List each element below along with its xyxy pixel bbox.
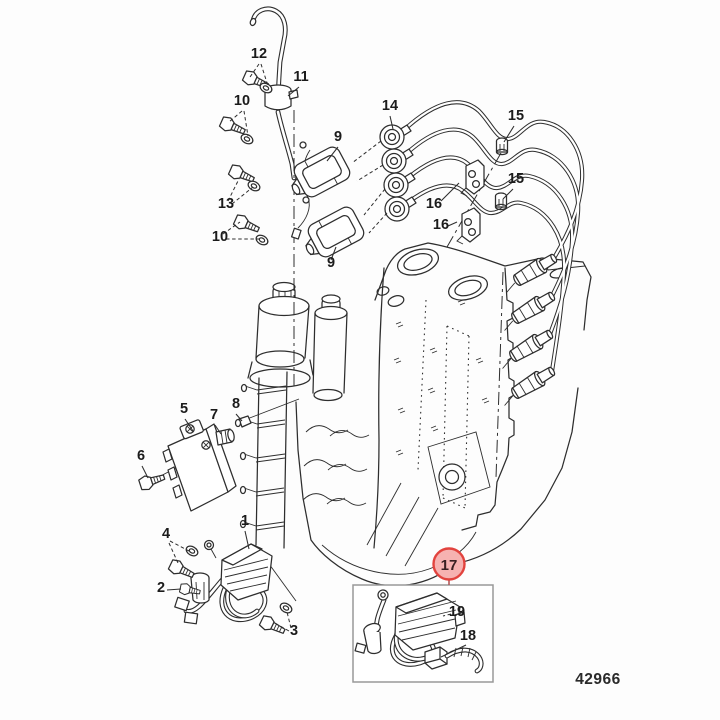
callout-16a: 16 [426,196,442,212]
callout-labels: 12 11 10 9 14 15 13 15 16 16 10 9 5 7 8 … [137,46,524,644]
inset-regulator [354,589,466,667]
callout-4: 4 [162,526,170,542]
stud-rail [239,371,288,549]
inset-kit-box [352,584,494,683]
callout-16b: 16 [433,217,449,233]
callout-6: 6 [137,448,145,464]
callout-8: 8 [232,396,240,412]
callout-1: 1 [241,513,249,529]
callout-2: 2 [157,580,165,596]
callout-9a: 9 [334,129,342,145]
callout-9b: 9 [327,255,335,271]
drawing-number: 42966 [575,671,621,688]
cdi-unit [137,398,300,512]
cylinder-towers [247,281,348,402]
callout-7: 7 [210,407,218,423]
callout-18: 18 [460,628,476,644]
spark-plug-wires [402,100,585,374]
callout-15b: 15 [508,171,524,187]
harness-clamp [264,84,299,111]
callout-5: 5 [180,401,188,417]
wire-clamps [446,137,509,248]
engine-block [295,242,592,587]
callout-3: 3 [290,623,298,639]
callout-14: 14 [382,98,398,114]
callout-12: 12 [251,46,267,62]
callout-13: 13 [218,196,234,212]
callout-10a: 10 [234,93,250,109]
wire-boots [351,124,417,234]
highlight-circle [432,547,466,585]
callout-15a: 15 [508,108,524,124]
callout-11: 11 [293,69,308,85]
callout-17-highlighted: 17 [441,557,458,574]
wire-brackets [456,159,485,245]
callout-19: 19 [449,604,465,620]
callout-10b: 10 [212,229,228,245]
harness-cable [249,6,311,386]
inset-connector [424,646,484,674]
leader-lines [141,63,515,658]
voltage-regulator [166,539,297,639]
